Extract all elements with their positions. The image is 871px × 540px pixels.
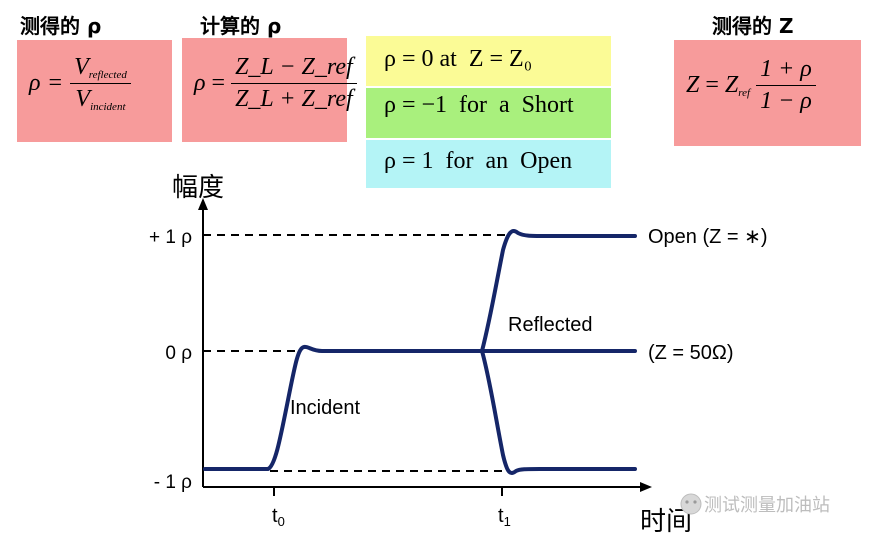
formula-box-calculated-rho: ρ = Z_L − Z_ref Z_L + Z_ref [182,38,357,142]
formula-lhs: ρ [194,70,206,96]
fraction: 1 + ρ 1 − ρ [756,56,816,115]
x-tick-label-t1: t1 [498,505,511,529]
condition-matched-box: ρ = 0 at Z = Z₀ [366,36,611,86]
condition-open-box: ρ = 1 for an Open [366,140,611,188]
heading-measured-z: 测得的 Z [712,14,794,38]
formula-lhs: Z [686,72,700,98]
formula-calculated-rho: ρ = Z_L − Z_ref Z_L + Z_ref [194,54,357,113]
condition-open: ρ = 1 for an Open [384,148,573,174]
denominator: Z_L + Z_ref [235,86,353,112]
wechat-logo-icon-dot [693,500,697,504]
annotation-reflected: Reflected [508,314,593,336]
y-axis-arrow-icon [198,198,208,210]
y-axis-label: 幅度 [172,172,224,202]
denominator-subscript: incident [90,101,126,113]
denominator: 1 − ρ [760,88,812,114]
fraction: Vreflected Vincident [70,54,131,113]
wechat-logo-icon-dot [685,500,689,504]
heading-calculated-rho: 计算的 ρ [200,14,282,38]
short-reflection-trace [480,349,637,475]
x-tick-label-t0: t0 [272,505,285,529]
wechat-logo-icon [680,493,702,515]
annotation-matched: (Z = 50Ω) [648,342,734,364]
condition-matched: ρ = 0 at Z = Z₀ [384,46,533,72]
y-tick-label-minus-one: - 1 ρ [154,472,192,493]
numerator: Z_L − Z_ref [231,54,357,84]
formula-box-measured-z: Z = Zref 1 + ρ 1 − ρ [674,40,861,146]
y-tick-label-zero: 0 ρ [165,343,192,364]
formula-box-measured-rho: ρ = Vreflected Vincident [17,40,172,142]
formula-lhs: ρ [29,70,41,96]
open-reflection-trace [480,229,637,353]
formula-measured-rho: ρ = Vreflected Vincident [29,54,131,113]
denominator: V [75,86,91,112]
y-tick-label-plus-one: + 1 ρ [149,227,192,248]
annotation-incident: Incident [290,397,360,419]
ref-subscript: ref [738,87,751,99]
annotation-open: Open (Z = ∗) [648,226,768,248]
numerator: V [74,54,89,80]
fraction: Z_L − Z_ref Z_L + Z_ref [231,54,357,113]
formula-measured-z: Z = Zref 1 + ρ 1 − ρ [686,56,816,115]
watermark: 测试测量加油站 [680,493,830,515]
heading-measured-rho: 测得的 ρ [20,14,102,38]
watermark-text: 测试测量加油站 [704,495,830,515]
ref-impedance: Z [724,72,739,98]
numerator-subscript: reflected [88,69,127,81]
condition-short: ρ = −1 for a Short [384,92,574,118]
x-axis-arrow-icon [640,482,652,492]
incident-trace [203,344,484,471]
condition-short-box: ρ = −1 for a Short [366,88,611,138]
numerator: 1 + ρ [756,56,816,86]
